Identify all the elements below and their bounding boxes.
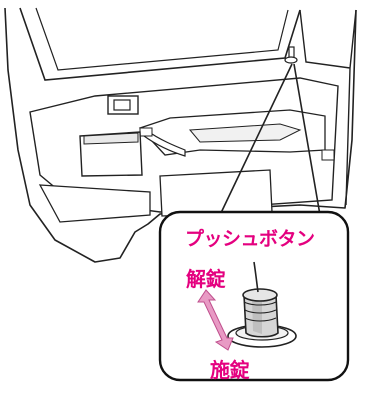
window-frame	[19, 7, 301, 81]
door-handle	[143, 129, 186, 157]
door-pocket-top	[83, 132, 139, 145]
inner-switch-inner	[113, 99, 131, 111]
callout-pointer-right	[293, 63, 321, 216]
callout-pointer-left	[219, 63, 293, 216]
door-pillar	[299, 9, 357, 206]
push-button-label: プッシュボタン	[185, 228, 315, 250]
window-frame-inner	[35, 7, 289, 71]
lock-button-base-small	[284, 56, 298, 64]
double-arrow-icon	[197, 289, 234, 351]
lower-trim-step	[38, 184, 151, 223]
lower-panel	[159, 169, 273, 217]
unlock-label: 解錠	[186, 267, 226, 291]
lock-label: 施錠	[210, 358, 250, 382]
push-button-icon	[227, 261, 297, 348]
side-clip	[321, 149, 335, 161]
armrest-highlight	[188, 123, 302, 143]
handle-bar	[139, 127, 153, 137]
